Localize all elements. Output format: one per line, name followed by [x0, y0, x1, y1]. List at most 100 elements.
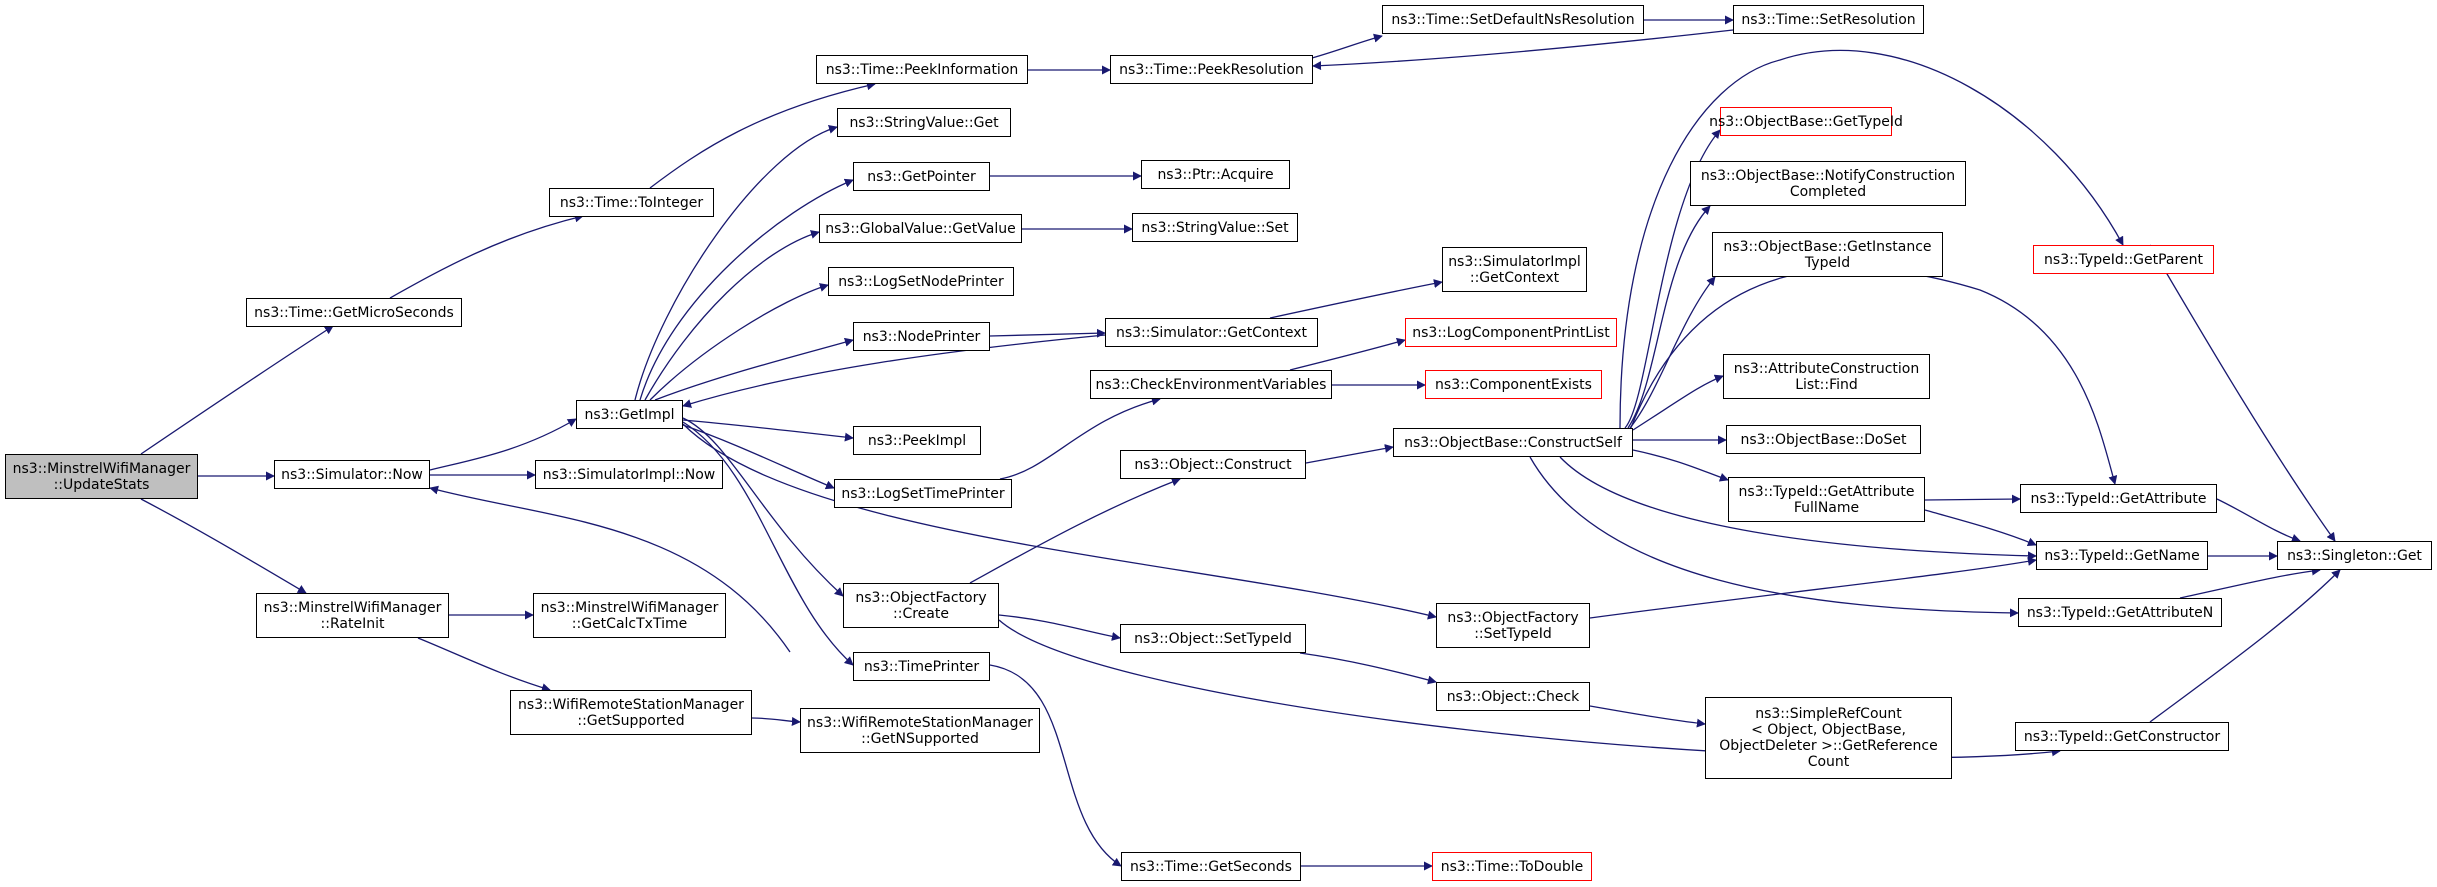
node-objectbase-constructself[interactable]: ns3::ObjectBase::ConstructSelf: [1393, 428, 1633, 457]
node-label-line: ns3::NodePrinter: [862, 328, 981, 345]
node-label-line: ns3::LogComponentPrintList: [1412, 324, 1610, 341]
node-label-line: ns3::AttributeConstruction: [1733, 360, 1920, 377]
node-label-line: ::SetTypeId: [1474, 625, 1552, 642]
node-time-getmicroseconds[interactable]: ns3::Time::GetMicroSeconds: [246, 298, 462, 327]
edge-getattributen-to-singleton-get: [2179, 566, 2321, 599]
node-time-setdefaultnsresolution[interactable]: ns3::Time::SetDefaultNsResolution: [1382, 5, 1644, 34]
node-label-line: ns3::SimulatorImpl: [1448, 253, 1581, 270]
node-ptr-acquire[interactable]: ns3::Ptr::Acquire: [1141, 160, 1290, 189]
node-time-setresolution[interactable]: ns3::Time::SetResolution: [1733, 5, 1924, 34]
edge-simulator-getcontext-to-getimpl: [682, 334, 1106, 408]
edge-getsupported-to-getnsupported: [751, 716, 801, 726]
edge-peekresolution-to-setdefaultnsres: [1311, 33, 1383, 59]
edge-getimpl-to-timeprinter: [682, 421, 854, 666]
edge-object-settypeid-to-object-check: [1299, 652, 1437, 685]
node-label-line: ns3::Object::Check: [1446, 688, 1580, 705]
node-label-line: ns3::ObjectBase::ConstructSelf: [1404, 434, 1622, 451]
node-label-line: ns3::PeekImpl: [867, 432, 967, 449]
edge-getimpl-to-logsettimeprinter: [682, 424, 835, 490]
node-label-line: ns3::Time::SetDefaultNsResolution: [1391, 11, 1635, 28]
node-time-todouble[interactable]: ns3::Time::ToDouble: [1432, 852, 1592, 881]
node-wrsm-getnsupported[interactable]: ns3::WifiRemoteStationManager::GetNSuppo…: [800, 708, 1040, 753]
edge-object-construct-to-constructself: [1305, 444, 1394, 464]
edge-checkenvvars-to-logcomponentprintlist: [1289, 337, 1406, 371]
node-label-line: ns3::Time::ToInteger: [559, 194, 704, 211]
edge-getattributefullname-to-getname: [1924, 509, 2037, 547]
node-getpointer[interactable]: ns3::GetPointer: [853, 162, 990, 191]
node-wrsm-getsupported[interactable]: ns3::WifiRemoteStationManager::GetSuppor…: [510, 690, 752, 735]
node-label-line: ns3::TimePrinter: [863, 658, 980, 675]
edge-constructself-to-getparent: [1619, 49, 2124, 429]
node-objectfactory-create[interactable]: ns3::ObjectFactory::Create: [843, 583, 999, 628]
node-time-peekinformation[interactable]: ns3::Time::PeekInformation: [816, 55, 1028, 84]
node-object-check[interactable]: ns3::Object::Check: [1436, 682, 1590, 711]
edge-objectfactory-create-to-object-construct: [969, 477, 1181, 584]
node-label-line: ns3::LogSetTimePrinter: [841, 485, 1005, 502]
node-label-line: < Object, ObjectBase,: [1751, 722, 1906, 738]
node-label-line: Count: [1807, 754, 1850, 770]
node-singleton-get[interactable]: ns3::Singleton::Get: [2277, 541, 2432, 570]
node-simulator-getcontext[interactable]: ns3::Simulator::GetContext: [1105, 318, 1318, 347]
node-getimpl[interactable]: ns3::GetImpl: [576, 400, 683, 429]
node-label-line: ns3::ObjectFactory: [855, 589, 987, 606]
node-label-line: ns3::GetImpl: [584, 406, 675, 423]
node-label-line: ::UpdateStats: [53, 476, 150, 493]
node-timeprinter[interactable]: ns3::TimePrinter: [853, 652, 990, 681]
node-globalvalue-getvalue[interactable]: ns3::GlobalValue::GetValue: [819, 214, 1022, 243]
edge-object-check-to-simplerefcount: [1589, 705, 1706, 728]
node-label-line: ns3::Time::PeekResolution: [1119, 61, 1304, 78]
edge-getmicroseconds-to-tointeger: [389, 213, 584, 299]
node-simplerefcount-getreferencecount[interactable]: ns3::SimpleRefCount< Object, ObjectBase,…: [1705, 697, 1952, 779]
node-label-line: ns3::Object::Construct: [1134, 456, 1292, 473]
node-logsetnodeprinter[interactable]: ns3::LogSetNodePrinter: [828, 267, 1014, 296]
node-label-line: ns3::WifiRemoteStationManager: [518, 696, 744, 713]
node-componentexists[interactable]: ns3::ComponentExists: [1425, 370, 1602, 399]
node-label-line: ns3::TypeId::GetConstructor: [2023, 728, 2221, 745]
node-typeid-getname[interactable]: ns3::TypeId::GetName: [2036, 541, 2208, 570]
node-label-line: ns3::TypeId::GetAttribute: [1738, 483, 1915, 500]
node-time-peekresolution[interactable]: ns3::Time::PeekResolution: [1110, 55, 1313, 84]
node-typeid-getattribute[interactable]: ns3::TypeId::GetAttribute: [2020, 484, 2217, 513]
node-typeid-getparent[interactable]: ns3::TypeId::GetParent: [2033, 245, 2214, 274]
edge-constructself-to-attributeconstruction-find: [1632, 374, 1724, 431]
node-label-line: ns3::MinstrelWifiManager: [263, 599, 442, 616]
node-stringvalue-set[interactable]: ns3::StringValue::Set: [1132, 213, 1298, 242]
edge-getimpl-to-objectfactory-create: [682, 417, 844, 597]
node-logsettimeprinter[interactable]: ns3::LogSetTimePrinter: [834, 479, 1012, 508]
node-label-line: Completed: [1789, 183, 1867, 200]
node-label-line: ns3::ObjectBase::DoSet: [1740, 431, 1907, 448]
node-objectfactory-settypeid[interactable]: ns3::ObjectFactory::SetTypeId: [1436, 603, 1590, 648]
node-simulatorimpl-getcontext[interactable]: ns3::SimulatorImpl::GetContext: [1442, 247, 1587, 292]
node-logcomponentprintlist[interactable]: ns3::LogComponentPrintList: [1405, 318, 1617, 347]
node-typeid-getconstructor[interactable]: ns3::TypeId::GetConstructor: [2015, 722, 2229, 751]
node-nodeprinter[interactable]: ns3::NodePrinter: [853, 322, 990, 351]
node-objectbase-doset[interactable]: ns3::ObjectBase::DoSet: [1726, 425, 1921, 454]
node-objectbase-gettypeid[interactable]: ns3::ObjectBase::GetTypeId: [1709, 107, 1903, 136]
edge-getattribute-to-singleton-get: [2216, 498, 2301, 543]
edge-getattributefullname-to-getattribute: [1924, 494, 2021, 504]
node-simulatorimpl-now[interactable]: ns3::SimulatorImpl::Now: [535, 460, 723, 489]
node-checkenvironmentvariables[interactable]: ns3::CheckEnvironmentVariables: [1090, 370, 1332, 399]
node-object-settypeid[interactable]: ns3::Object::SetTypeId: [1120, 624, 1306, 653]
node-time-getseconds[interactable]: ns3::Time::GetSeconds: [1121, 852, 1301, 881]
edge-root-to-rateinit: [140, 498, 307, 594]
node-stringvalue-get[interactable]: ns3::StringValue::Get: [837, 108, 1011, 137]
node-minstrel-getcalctxtime[interactable]: ns3::MinstrelWifiManager::GetCalcTxTime: [533, 593, 726, 638]
node-label-line: FullName: [1793, 499, 1860, 516]
node-peekimpl[interactable]: ns3::PeekImpl: [853, 426, 981, 455]
node-label-line: ns3::Time::ToDouble: [1440, 858, 1584, 875]
node-typeid-getattributen[interactable]: ns3::TypeId::GetAttributeN: [2018, 598, 2222, 627]
node-label-line: ns3::Simulator::Now: [281, 466, 423, 483]
edge-objectfactory-create-to-object-settypeid: [998, 614, 1121, 641]
node-minstrel-rateinit[interactable]: ns3::MinstrelWifiManager::RateInit: [256, 593, 449, 638]
node-object-construct[interactable]: ns3::Object::Construct: [1120, 450, 1306, 479]
node-simulator-now[interactable]: ns3::Simulator::Now: [274, 460, 430, 489]
node-time-tointeger[interactable]: ns3::Time::ToInteger: [549, 188, 714, 217]
node-label-line: ns3::Time::PeekInformation: [825, 61, 1019, 78]
node-label-line: ::GetCalcTxTime: [571, 615, 688, 632]
